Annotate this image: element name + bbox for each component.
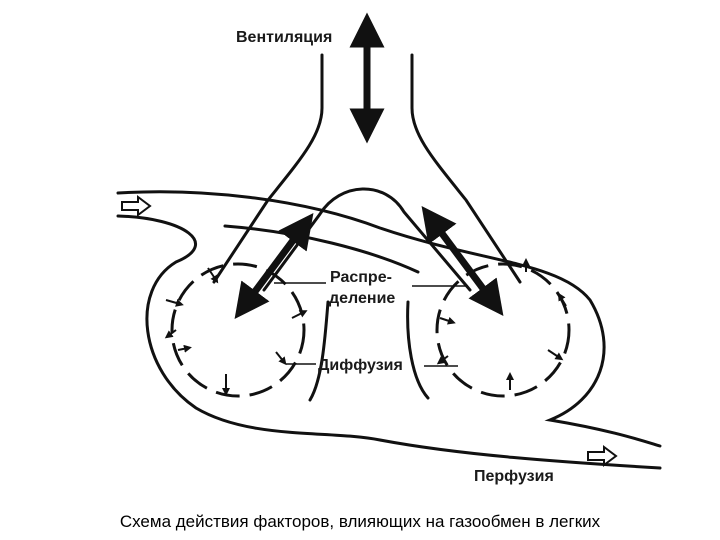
- diffusion-label: Диффузия: [318, 357, 403, 374]
- right-alveolus: [435, 262, 571, 398]
- figure-caption: Схема действия факторов, влияющих на газ…: [119, 512, 601, 531]
- inflow-arrow-icon: [121, 195, 152, 217]
- distribution-arrow-right: [421, 205, 504, 317]
- blood-vessel-outline: [116, 190, 662, 470]
- distribution-arrow-left: [234, 212, 314, 320]
- distribution-label-line1: Распре-: [330, 269, 392, 286]
- left-alveolus: [170, 262, 306, 398]
- leader-lines: [274, 282, 468, 367]
- diffusion-arrows: [164, 258, 567, 396]
- distribution-label-line2: деление: [329, 290, 395, 307]
- ventilation-label: Вентиляция: [236, 29, 332, 46]
- outflow-arrow-icon: [587, 445, 618, 467]
- perfusion-label: Перфузия: [474, 468, 554, 485]
